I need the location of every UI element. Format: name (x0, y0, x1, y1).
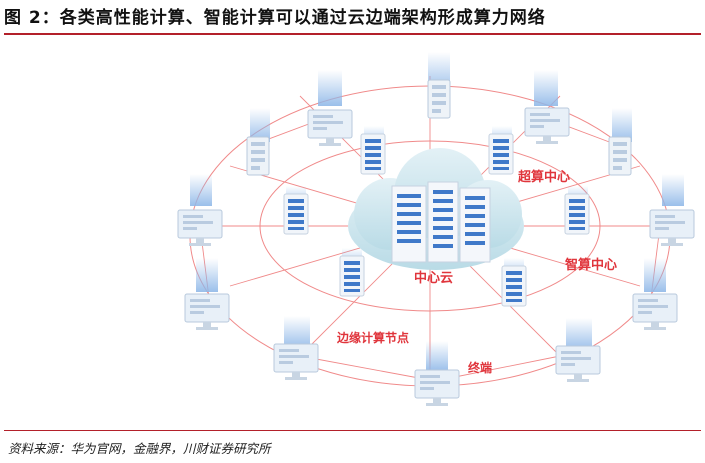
server-rack-icon (360, 133, 386, 175)
monitor-icon (524, 107, 570, 145)
phone-icon (427, 79, 451, 119)
monitor-icon (273, 343, 319, 381)
source-note: 资料来源：华为官网，金融界，川财证券研究所 (8, 441, 271, 456)
laptop-icon (632, 293, 678, 331)
laptop-icon (184, 293, 230, 331)
source-divider (4, 430, 701, 431)
phone-icon (608, 136, 632, 176)
title-divider (4, 33, 701, 35)
figure-title: 图 2：各类高性能计算、智能计算可以通过云边端架构形成算力网络 (4, 8, 546, 28)
server-rack-icon (283, 193, 309, 235)
label-central-cloud: 中心云 (414, 270, 453, 286)
monitor-icon (649, 209, 695, 247)
monitor-icon (307, 109, 353, 147)
server-rack-icon (488, 133, 514, 175)
label-edge-node: 边缘计算节点 (336, 330, 409, 345)
label-super-center: 超算中心 (518, 169, 570, 185)
label-smart-center: 智算中心 (565, 257, 617, 273)
cloud-edge-device-diagram: 超算中心 智算中心 中心云 边缘计算节点 终端 (177, 52, 695, 407)
phone-icon (246, 136, 270, 176)
monitor-icon (177, 209, 223, 247)
server-rack-icon (339, 255, 365, 297)
monitor-icon (555, 345, 601, 383)
server-rack-icon (501, 265, 527, 307)
cloud-icon (348, 148, 524, 270)
label-terminal: 终端 (468, 360, 492, 375)
laptop-icon (414, 369, 460, 407)
server-rack-icon (564, 193, 590, 235)
